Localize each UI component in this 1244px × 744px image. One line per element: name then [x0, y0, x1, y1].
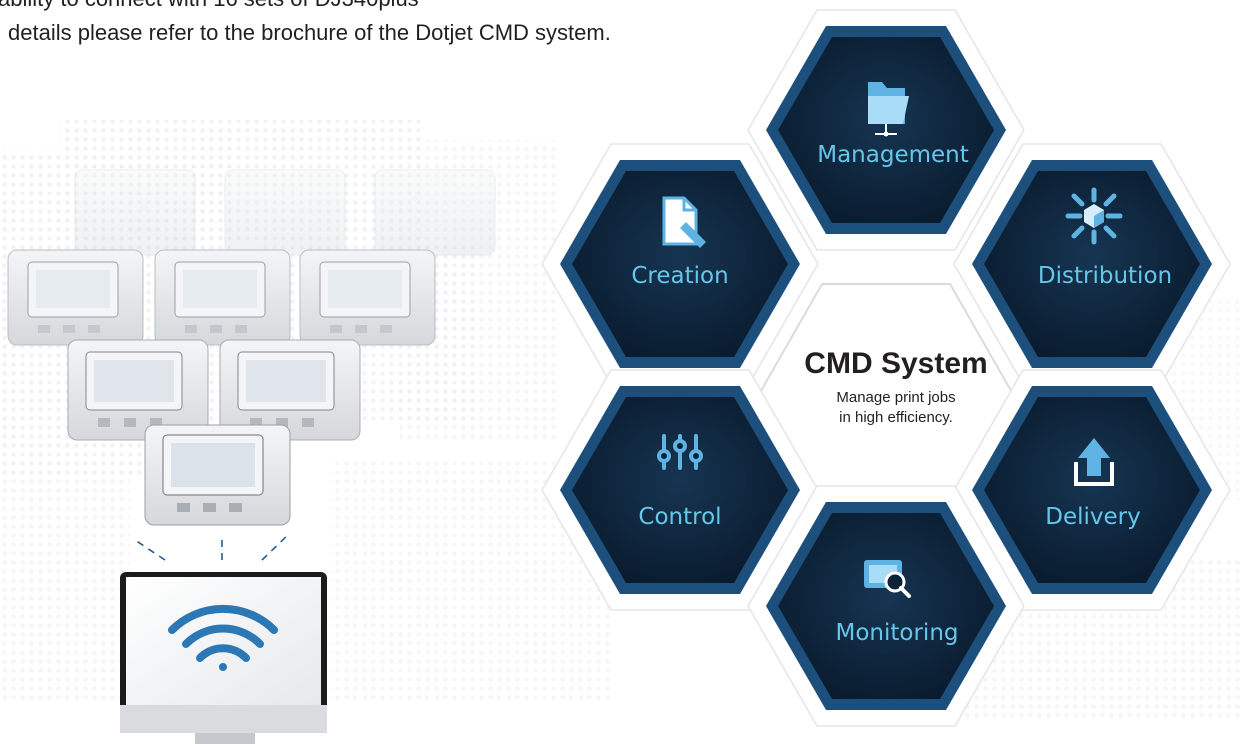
signal-lines [134, 532, 291, 561]
monitoring-label: Monitoring [836, 620, 959, 646]
folder-network-icon [868, 82, 909, 137]
distribution-label: Distribution [1038, 263, 1172, 289]
sliders-icon [657, 434, 703, 470]
hex-delivery [953, 369, 1231, 611]
faded-devices [74, 169, 496, 256]
center-subtitle-line2: in high efficiency. [839, 409, 953, 426]
intro-line-1: ability to connect with 16 sets of DJ340… [0, 0, 419, 12]
center-title: CMD System [804, 347, 987, 380]
monitor [120, 572, 327, 744]
center-subtitle-line1: Manage print jobs [836, 389, 955, 406]
control-label: Control [638, 504, 721, 530]
hex-monitoring [747, 485, 1025, 727]
creation-label: Creation [631, 263, 728, 289]
hex-control [541, 369, 819, 611]
cube-distribution-icon [1065, 187, 1123, 245]
controller-unit [219, 339, 361, 441]
document-edit-icon [662, 196, 706, 248]
management-label: Management [817, 142, 969, 168]
controller-unit [299, 249, 436, 346]
controller-unit [144, 424, 291, 526]
monitor-search-icon [864, 560, 911, 598]
controller-unit [67, 339, 209, 441]
upload-icon [1074, 438, 1114, 486]
wifi-icon [168, 604, 278, 671]
delivery-label: Delivery [1045, 504, 1140, 530]
controller-unit [7, 249, 144, 346]
hex-distribution [953, 143, 1231, 385]
hex-creation [541, 143, 819, 385]
controller-unit [154, 249, 291, 346]
intro-line-2: details please refer to the brochure of … [8, 20, 611, 45]
